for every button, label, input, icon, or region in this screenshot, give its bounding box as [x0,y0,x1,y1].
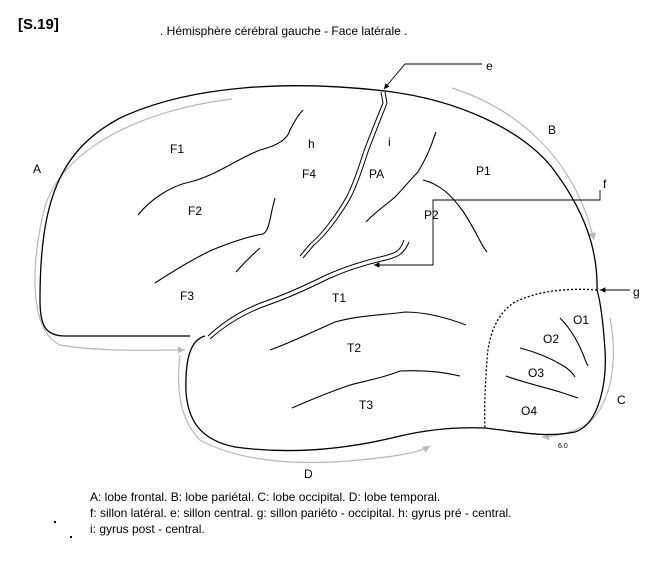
pointer-lines [374,63,630,293]
label-T2: T2 [347,341,361,355]
occipital-sulcus-1 [559,317,589,367]
small-mark: 6.0 [558,443,568,450]
superior-frontal-sulcus [137,109,304,216]
precentral-lower [235,247,261,273]
label-F2: F2 [188,204,202,218]
label-P2: P2 [424,208,439,222]
page-label: [S.19] [18,16,59,33]
label-g: g [633,285,640,299]
stray-dot-1 [54,521,56,523]
label-F4: F4 [302,167,316,181]
postcentral-sulcus [365,131,437,223]
intraparietal-sulcus [422,179,488,253]
occipital-sulcus-3 [505,375,579,399]
frontal-parietal-contour [39,85,598,337]
legend-line-2: f: sillon latéral. e: sillon central. g:… [90,506,512,520]
label-i: i [388,135,391,149]
lateral-sulcus [207,239,410,340]
label-C: C [617,393,626,407]
label-F3: F3 [180,289,194,303]
label-A: A [33,162,41,176]
hemisphere-outline [39,85,606,452]
legend-line-1: A: lobe frontal. B: lobe pariétal. C: lo… [90,490,441,504]
arrow-temporal [178,354,431,464]
occipital-sulcus-2 [519,347,576,378]
stray-dot-2 [70,536,72,538]
diagram-title: . Hémisphère cérébral gauche - Face laté… [160,24,408,38]
inferior-temporal-sulcus [291,370,461,409]
pointer-f [374,190,601,268]
label-B: B [548,123,556,137]
label-f: f [603,177,607,191]
label-F1: F1 [170,142,184,156]
label-O3: O3 [528,366,544,380]
label-O4: O4 [521,404,537,418]
legend: A: lobe frontal. B: lobe pariétal. C: lo… [90,489,512,537]
label-O2: O2 [543,332,559,346]
label-D: D [304,467,313,481]
inferior-frontal-sulcus [154,197,276,284]
parieto-occipital-sulcus [483,288,598,429]
label-h: h [308,137,315,151]
superior-temporal-sulcus [269,311,467,351]
label-T3: T3 [359,398,373,412]
label-O1: O1 [573,313,589,327]
label-e: e [486,59,493,73]
arrow-frontal [34,98,233,354]
legend-line-3: i: gyrus post - central. [90,522,205,536]
temporal-occipital-contour [185,289,606,452]
pointer-e [383,63,482,90]
central-sulcus [299,91,388,259]
label-PA: PA [369,167,384,181]
arrow-parietal [451,87,596,241]
label-T1: T1 [332,291,346,305]
label-P1: P1 [476,164,491,178]
minor-sulci [137,109,589,409]
